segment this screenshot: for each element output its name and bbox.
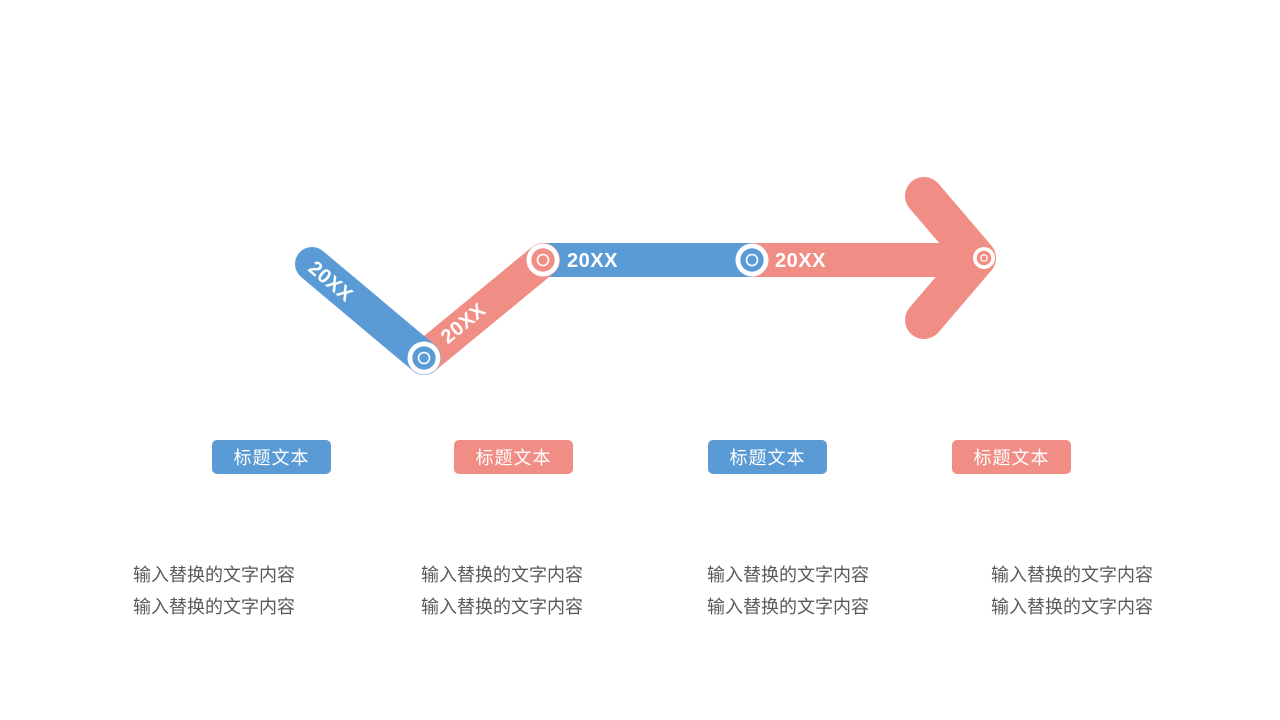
body-text-column-4: 输入替换的文字内容 输入替换的文字内容	[991, 559, 1191, 623]
body-text-column-3: 输入替换的文字内容 输入替换的文字内容	[707, 559, 907, 623]
title-box-3: 标题文本	[708, 440, 827, 474]
body-text-line: 输入替换的文字内容	[421, 597, 583, 617]
title-box-4: 标题文本	[952, 440, 1071, 474]
title-box-2: 标题文本	[454, 440, 573, 474]
title-box-1: 标题文本	[212, 440, 331, 474]
body-text-line: 输入替换的文字内容	[421, 565, 583, 585]
bullseye-icon	[735, 243, 769, 277]
body-text-line: 输入替换的文字内容	[991, 565, 1153, 585]
timeline-segment-4-shaft	[752, 243, 958, 277]
body-text-column-2: 输入替换的文字内容 输入替换的文字内容	[421, 559, 621, 623]
bullseye-icon	[407, 341, 441, 375]
milestone-label-4: 20XX	[775, 250, 826, 272]
body-text-column-1: 输入替换的文字内容 输入替换的文字内容	[133, 559, 333, 623]
body-text-line: 输入替换的文字内容	[133, 597, 295, 617]
timeline-segment-2	[407, 243, 560, 375]
bullseye-icon	[973, 247, 995, 269]
body-text-line: 输入替换的文字内容	[707, 597, 869, 617]
body-text-line: 输入替换的文字内容	[133, 565, 295, 585]
milestone-label-3: 20XX	[567, 250, 618, 272]
body-text-line: 输入替换的文字内容	[991, 597, 1153, 617]
bullseye-icon	[526, 243, 560, 277]
timeline-segment-1	[295, 247, 441, 375]
body-text-line: 输入替换的文字内容	[707, 565, 869, 585]
